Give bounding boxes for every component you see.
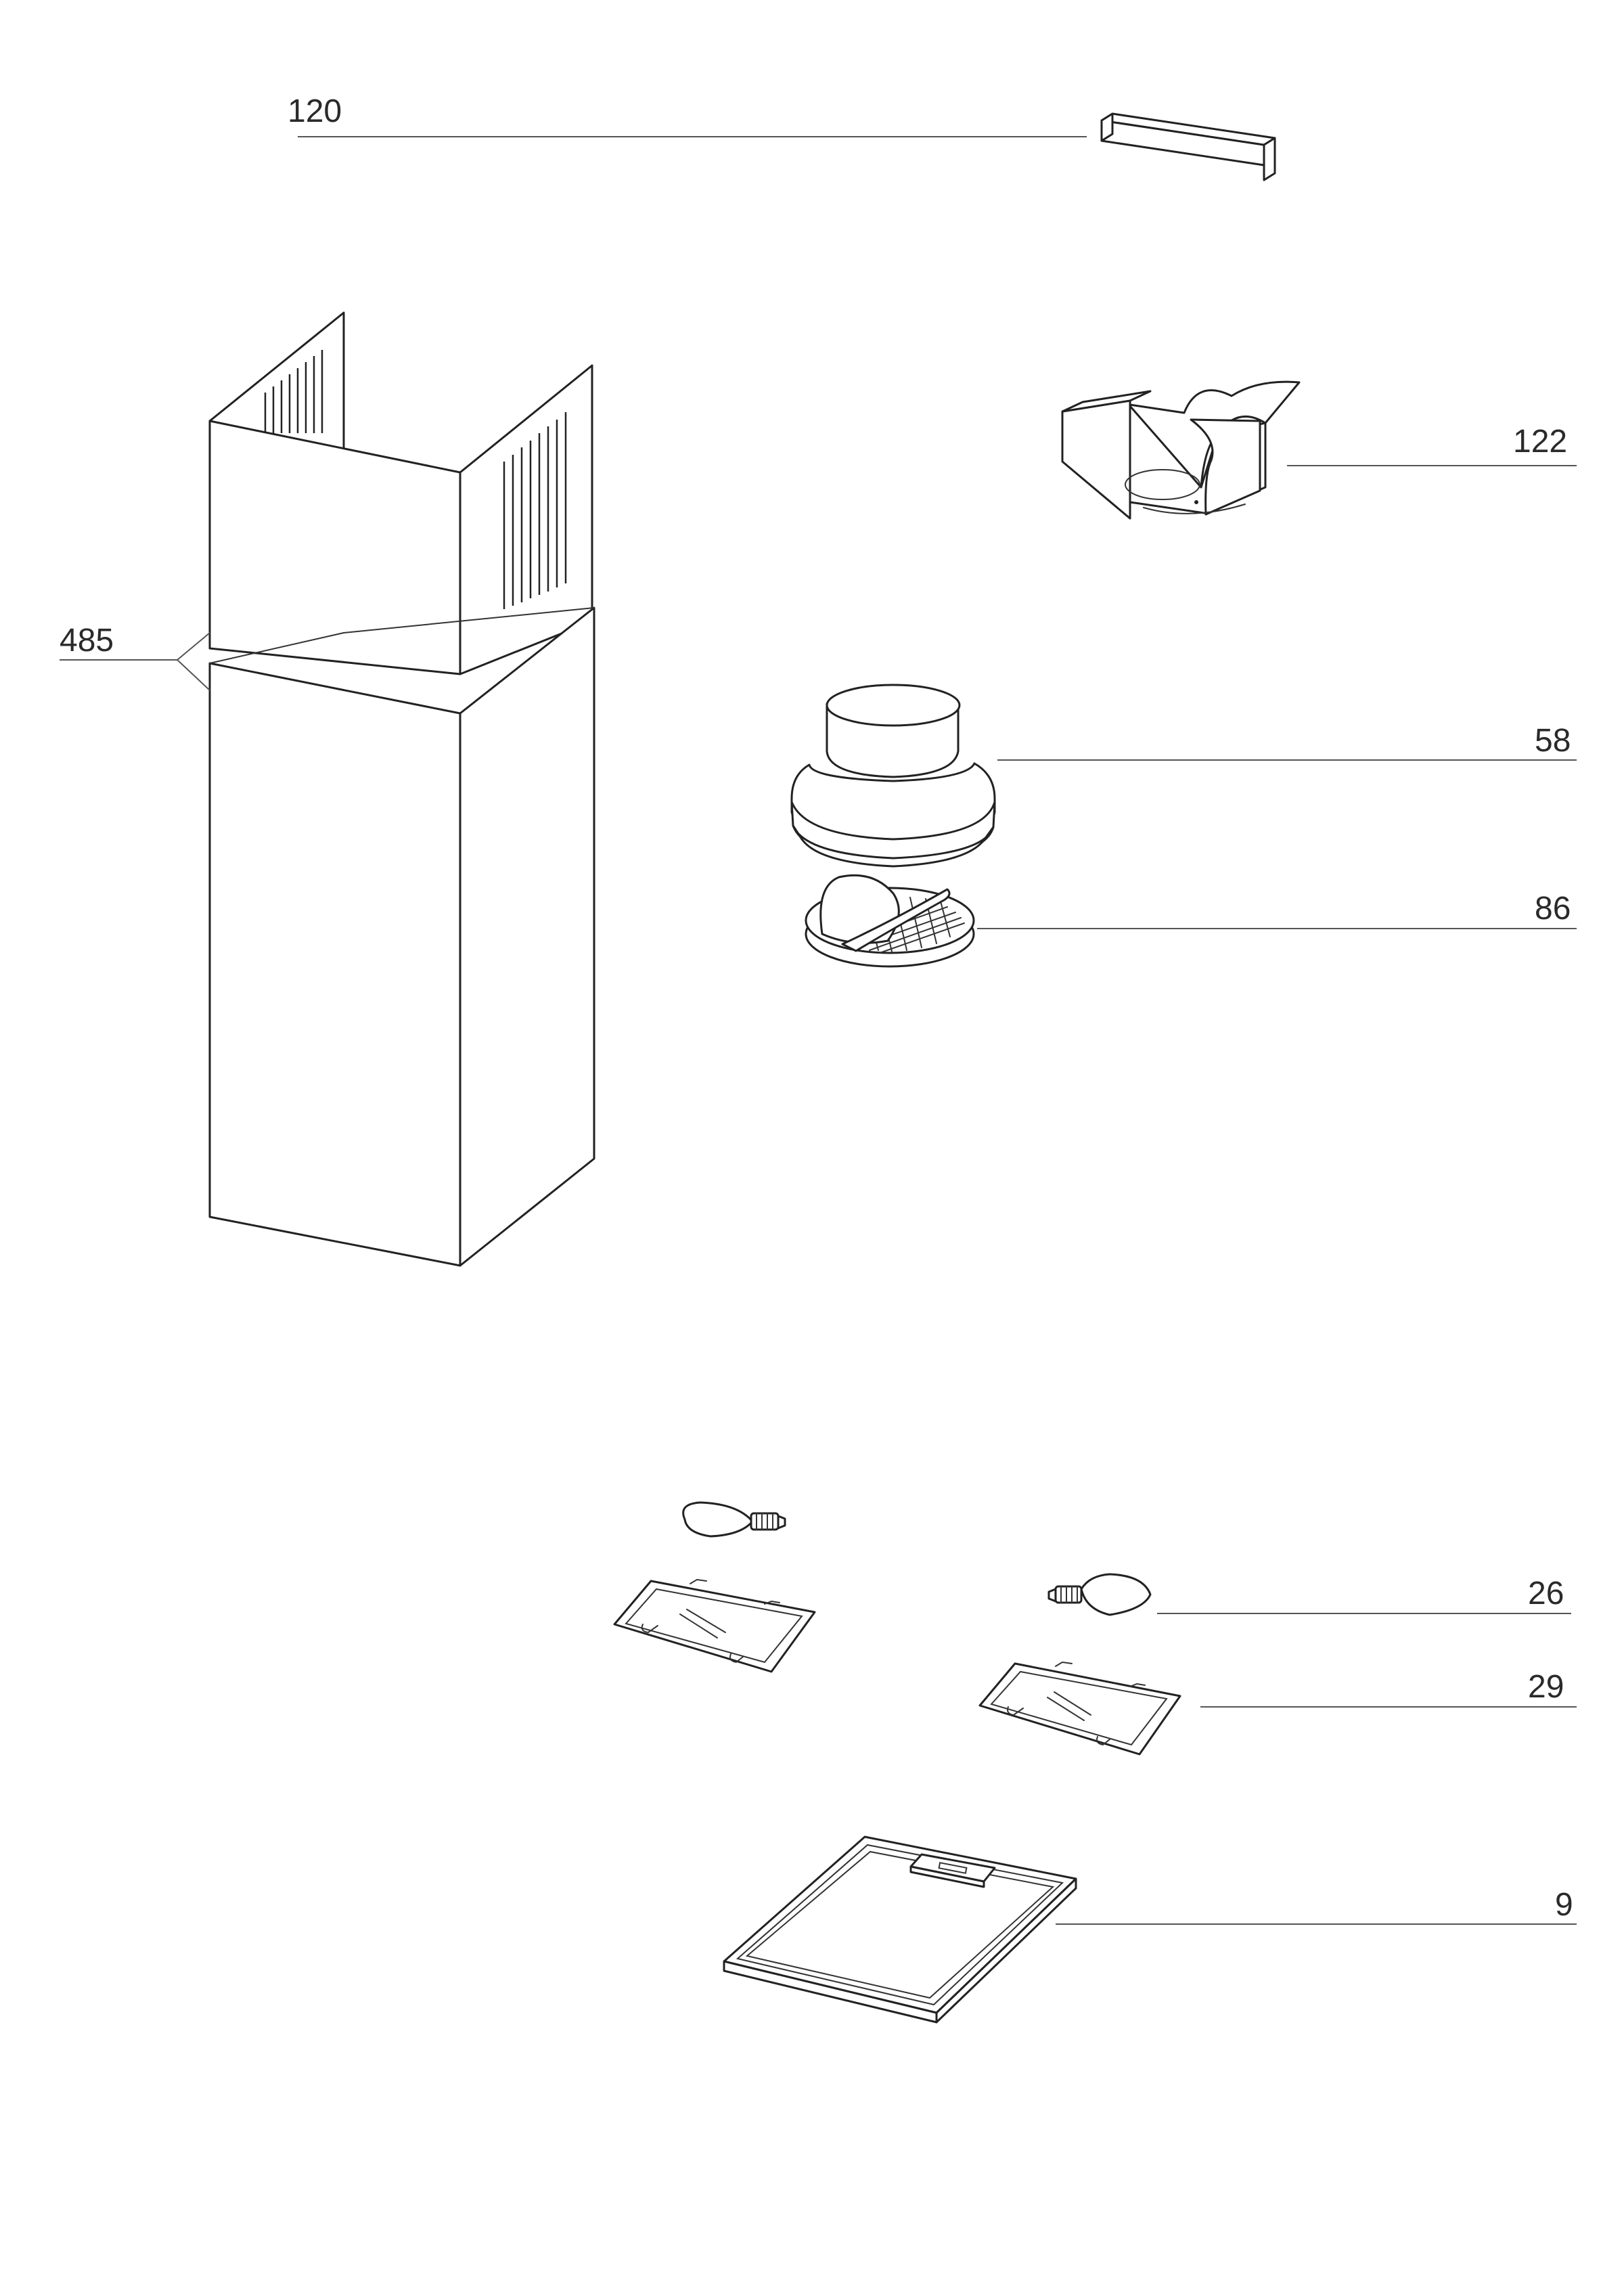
callout-label-485: 485 <box>60 623 114 659</box>
part-122-outlet-box[interactable] <box>1061 380 1301 520</box>
part-9-grease-filter[interactable] <box>723 1835 1077 2024</box>
callout-label-26: 26 <box>1528 1576 1564 1611</box>
callout-label-58: 58 <box>1535 723 1571 759</box>
vent-slots-side <box>503 412 567 609</box>
lamp-glass-left[interactable] <box>613 1578 816 1673</box>
vent-slots-back <box>264 350 323 433</box>
callout-label-120: 120 <box>288 93 342 129</box>
callout-label-29: 29 <box>1528 1669 1564 1705</box>
callout-label-122: 122 <box>1513 424 1567 460</box>
part-58-duct-adapter[interactable] <box>790 684 996 868</box>
callout-label-9: 9 <box>1555 1887 1573 1923</box>
part-485-chimney[interactable] <box>208 311 595 1267</box>
part-120-bracket[interactable] <box>1100 112 1276 181</box>
bulb-left[interactable] <box>682 1501 786 1538</box>
part-86-back-flow-damper[interactable] <box>805 874 975 968</box>
part-26-bulb[interactable] <box>1047 1573 1152 1616</box>
callout-label-86: 86 <box>1535 891 1571 927</box>
part-29-lamp-glass[interactable] <box>978 1661 1181 1756</box>
